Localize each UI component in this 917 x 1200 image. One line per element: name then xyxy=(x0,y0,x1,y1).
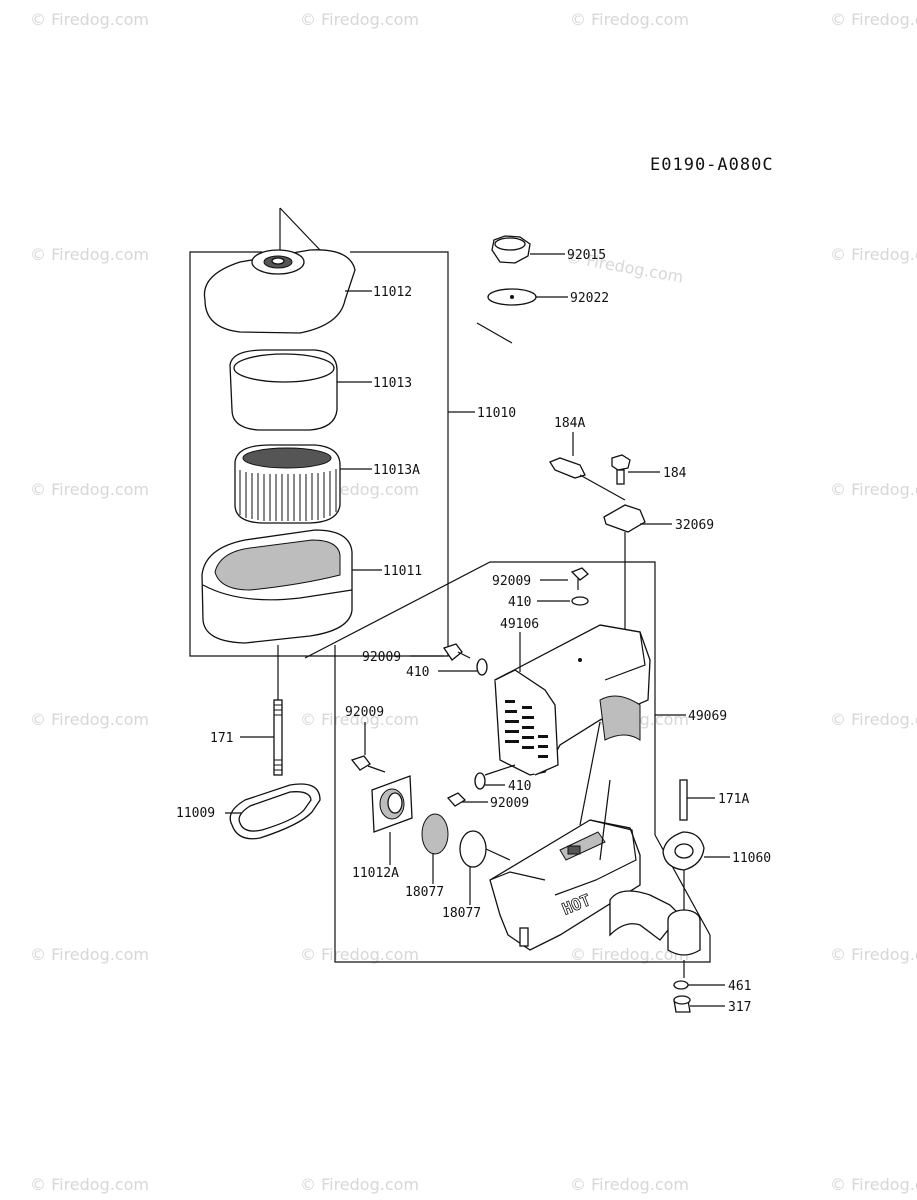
part-label-171A: 171A xyxy=(718,792,749,807)
watermark: © Firedog.com xyxy=(830,480,917,499)
gaskets-18077 xyxy=(421,813,511,905)
watermark-group: © Firedog.com © Firedog.com © Firedog.co… xyxy=(30,10,917,1194)
watermark: © Firedog.com xyxy=(830,245,917,264)
watermark: © Firedog.com xyxy=(830,945,917,964)
stud-171-and-gasket-11009 xyxy=(225,645,321,840)
part-label-18077: 18077 xyxy=(405,885,444,900)
watermark: © Firedog.com xyxy=(570,1175,689,1194)
watermark: © Firedog.com xyxy=(830,10,917,29)
part-label-410: 410 xyxy=(406,665,429,680)
filter-element-11013A xyxy=(234,444,372,524)
watermark: © Firedog.com xyxy=(300,1175,419,1194)
oil-cap-92015-92022 xyxy=(476,235,568,344)
part-label-171: 171 xyxy=(210,731,233,746)
pre-cleaner-11013 xyxy=(229,349,372,431)
stud-171A-gasket-11060 xyxy=(662,779,730,910)
diagram-code: E0190-A080C xyxy=(650,155,774,175)
screw-92009-washer-410-lower xyxy=(446,764,516,807)
part-label-461: 461 xyxy=(728,979,751,994)
watermark: © Firedog.com xyxy=(830,1175,917,1194)
washer-461-nut-317 xyxy=(673,960,725,1013)
part-label-11012: 11012 xyxy=(373,285,412,300)
part-label-32069: 32069 xyxy=(675,518,714,533)
watermark: © Firedog.com xyxy=(300,710,419,729)
air-cleaner-base-11011 xyxy=(201,529,382,644)
watermark: © Firedog.com xyxy=(30,710,149,729)
watermark: © Firedog.com xyxy=(300,945,419,964)
muffler-body: HOT xyxy=(489,779,701,956)
watermark: © Firedog.com xyxy=(30,945,149,964)
bolts-184-and-bracket-32069 xyxy=(549,432,672,690)
part-label-317: 317 xyxy=(728,1000,751,1015)
part-label-92009: 92009 xyxy=(492,574,531,589)
part-label-184: 184 xyxy=(663,466,687,481)
watermark: © Firedog.com xyxy=(570,10,689,29)
watermark: © Firedog.com xyxy=(300,10,419,29)
part-label-49106: 49106 xyxy=(500,617,539,632)
muffler-cover-49106 xyxy=(494,624,651,826)
part-label-92015: 92015 xyxy=(567,248,606,263)
part-label-11010: 11010 xyxy=(477,406,516,421)
part-label-11013: 11013 xyxy=(373,376,412,391)
part-label-11012A: 11012A xyxy=(352,866,399,881)
watermark: © Firedog.com xyxy=(830,710,917,729)
watermark: © Firedog.com xyxy=(30,10,149,29)
flange-11012A xyxy=(350,722,413,865)
screw-92009-washer-410-middle xyxy=(410,643,488,676)
part-label-184A: 184A xyxy=(554,416,585,431)
part-label-49069: 49069 xyxy=(688,709,727,724)
part-label-11009: 11009 xyxy=(176,806,215,821)
muffler-assembly-bracket xyxy=(304,561,711,963)
part-label-11060: 11060 xyxy=(732,851,771,866)
part-label-11011: 11011 xyxy=(383,564,422,579)
part-label-92022: 92022 xyxy=(570,291,609,306)
part-label-11013A: 11013A xyxy=(373,463,420,478)
part-label-92009: 92009 xyxy=(490,796,529,811)
part-label-18077: 18077 xyxy=(442,906,481,921)
screw-92009-washer-410-top xyxy=(537,567,589,606)
watermark: © Firedog.com xyxy=(30,245,149,264)
part-label-410: 410 xyxy=(508,595,531,610)
watermark: © Firedog.com xyxy=(30,480,149,499)
part-label-92009: 92009 xyxy=(362,650,401,665)
part-label-410: 410 xyxy=(508,779,531,794)
air-cleaner-cover-11012 xyxy=(203,249,372,334)
part-label-92009: 92009 xyxy=(345,705,384,720)
watermark: © Firedog.com xyxy=(30,1175,149,1194)
watermark: © Firedog.com xyxy=(570,945,689,964)
